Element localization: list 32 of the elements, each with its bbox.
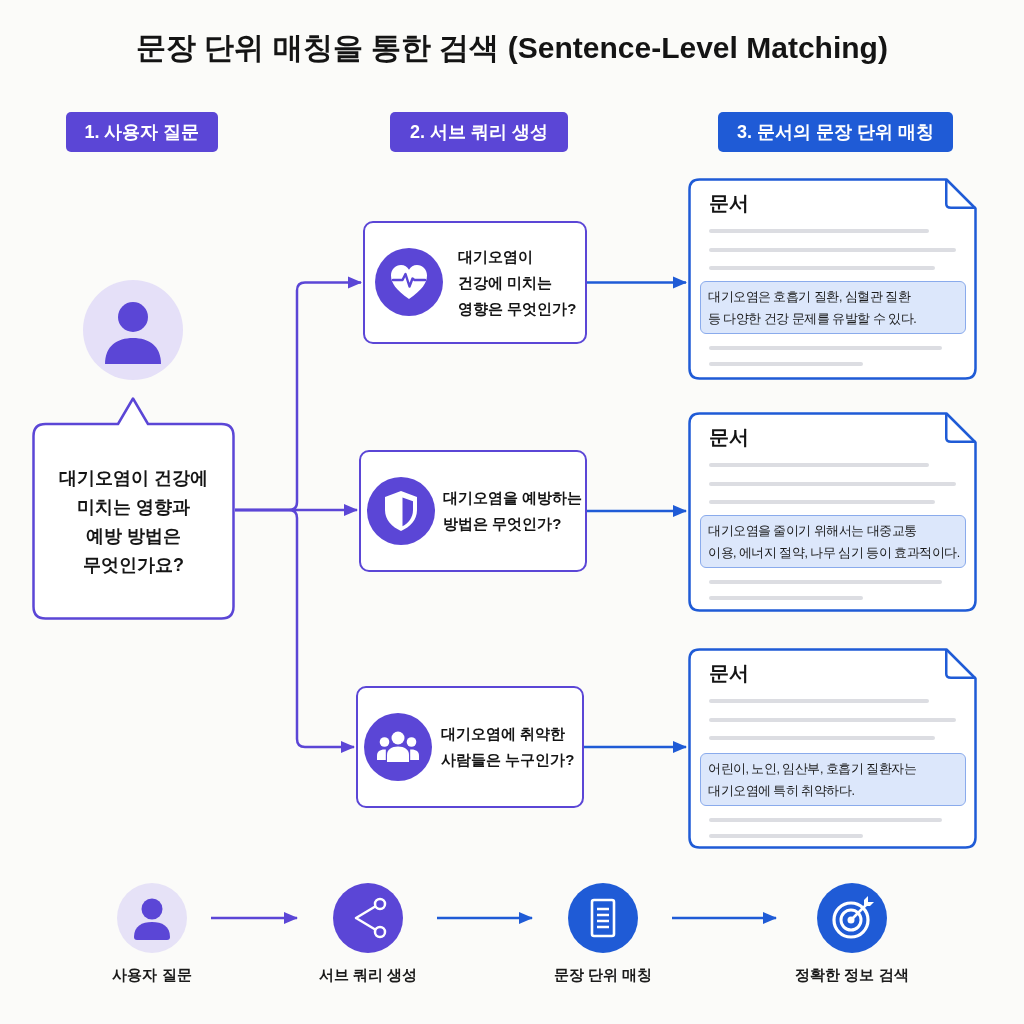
query-text: 대기오염에 취약한 사람들은 누구인가? <box>441 724 575 770</box>
arrow <box>587 276 687 289</box>
document-card <box>688 648 977 849</box>
arrow <box>587 505 687 517</box>
query-text: 대기오염이 건강에 미치는 영향은 무엇인가? <box>458 246 577 319</box>
highlighted-sentence: 대기오염은 호흡기 질환, 심혈관 질환 등 다양한 건강 문제를 유발할 수 있다. <box>700 281 966 334</box>
speech-bubble <box>32 397 235 620</box>
step-label: 서브 쿼리 생성 <box>318 965 418 985</box>
arrow <box>211 912 298 924</box>
document-title: 문서 <box>709 425 749 449</box>
arrow <box>584 741 687 753</box>
title: 문장 단위 매칭을 통한 검색 (Sentence-Level Matching) <box>136 30 888 66</box>
query-box <box>359 450 587 572</box>
step-badge: 2. 서브 쿼리 생성 <box>390 112 568 152</box>
arrow <box>672 912 777 924</box>
highlighted-sentence: 대기오염을 줄이기 위해서는 대중교통 이용, 에너지 절약, 나무 심기 등이 효과적이다. <box>700 515 966 568</box>
query-text: 대기오염을 예방하는 방법은 무엇인가? <box>443 488 583 534</box>
query-box <box>363 221 587 344</box>
arrow <box>235 508 355 753</box>
highlighted-sentence: 어린이, 노인, 임산부, 호흡기 질환자는 대기오염에 특히 취약하다. <box>700 753 966 806</box>
document-card <box>688 178 977 380</box>
document-title: 문서 <box>709 191 749 215</box>
step-label: 문장 단위 매칭 <box>553 965 653 985</box>
query-box <box>356 686 584 808</box>
step-label: 사용자 질문 <box>112 965 192 985</box>
arrow <box>437 912 533 924</box>
step-badge: 3. 문서의 문장 단위 매칭 <box>718 112 953 152</box>
question-text: 대기오염이 건강에 미치는 영향과 예방 방법은 무엇인가요? <box>59 467 208 577</box>
document-card <box>688 412 977 612</box>
step-label: 정확한 정보 검색 <box>795 965 909 985</box>
document-title: 문서 <box>709 661 749 685</box>
step-badge: 1. 사용자 질문 <box>66 112 218 152</box>
